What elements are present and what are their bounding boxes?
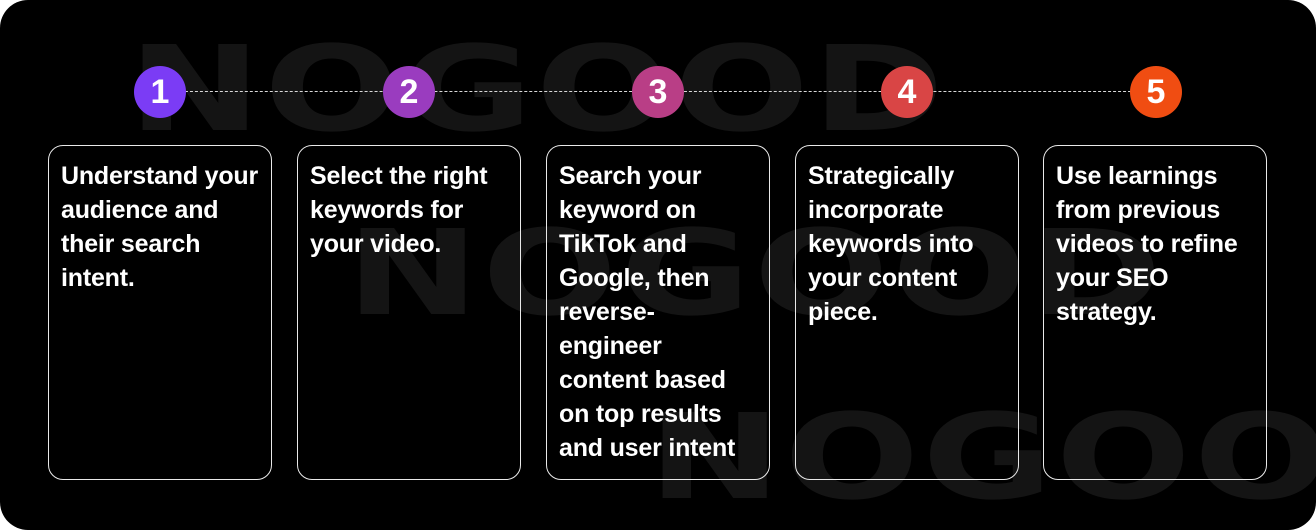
step-1-card: Understand your audience and their searc… bbox=[48, 145, 272, 480]
step-4-number-badge: 4 bbox=[881, 66, 933, 118]
step-3-number-badge: 3 bbox=[632, 66, 684, 118]
step-3-card: Search your keyword on TikTok and Google… bbox=[546, 145, 770, 480]
watermark-logo: NOGOOD bbox=[648, 388, 1316, 526]
step-5-number-badge: 5 bbox=[1130, 66, 1182, 118]
step-2-card: Select the right keywords for your video… bbox=[297, 145, 521, 480]
step-5-card: Use learnings from previous videos to re… bbox=[1043, 145, 1267, 480]
watermark-logo: NOGOOD bbox=[346, 204, 1165, 342]
step-2-number-badge: 2 bbox=[383, 66, 435, 118]
step-4-card: Strategically incorporate keywords into … bbox=[795, 145, 1019, 480]
step-1-number-badge: 1 bbox=[134, 66, 186, 118]
watermark-logo: NOGOOD bbox=[128, 20, 947, 158]
